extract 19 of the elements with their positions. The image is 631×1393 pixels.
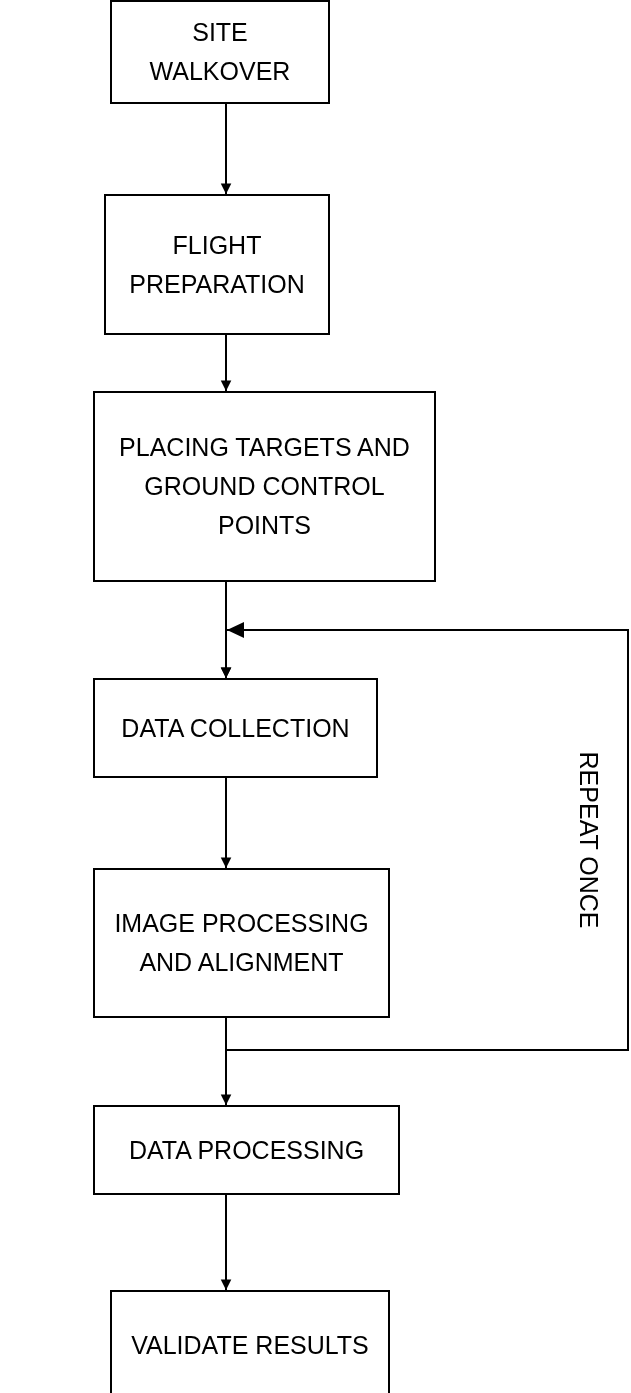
arrow <box>220 334 232 392</box>
process-box <box>93 868 390 1018</box>
loop-arrow <box>220 622 629 1051</box>
process-box <box>93 391 436 582</box>
process-box <box>110 0 330 104</box>
box-label: SITE WALKOVER <box>148 17 292 87</box>
box-label: FLIGHT PREPARATION <box>128 229 306 300</box>
process-box <box>93 1105 400 1195</box>
arrow <box>220 1194 232 1291</box>
process-box <box>110 1290 390 1393</box>
arrow <box>220 777 232 869</box>
box-label: PLACING TARGETS AND GROUND CONTROL POINTS <box>118 432 411 541</box>
process-box <box>93 678 378 778</box>
box-label: DATA COLLECTION <box>121 712 350 744</box>
arrow <box>220 103 232 195</box>
box-label: IMAGE PROCESSING AND ALIGNMENT <box>113 908 370 978</box>
box-label: DATA PROCESSING <box>128 1134 365 1166</box>
box-label: VALIDATE RESULTS <box>131 1329 369 1361</box>
process-box <box>104 194 330 335</box>
